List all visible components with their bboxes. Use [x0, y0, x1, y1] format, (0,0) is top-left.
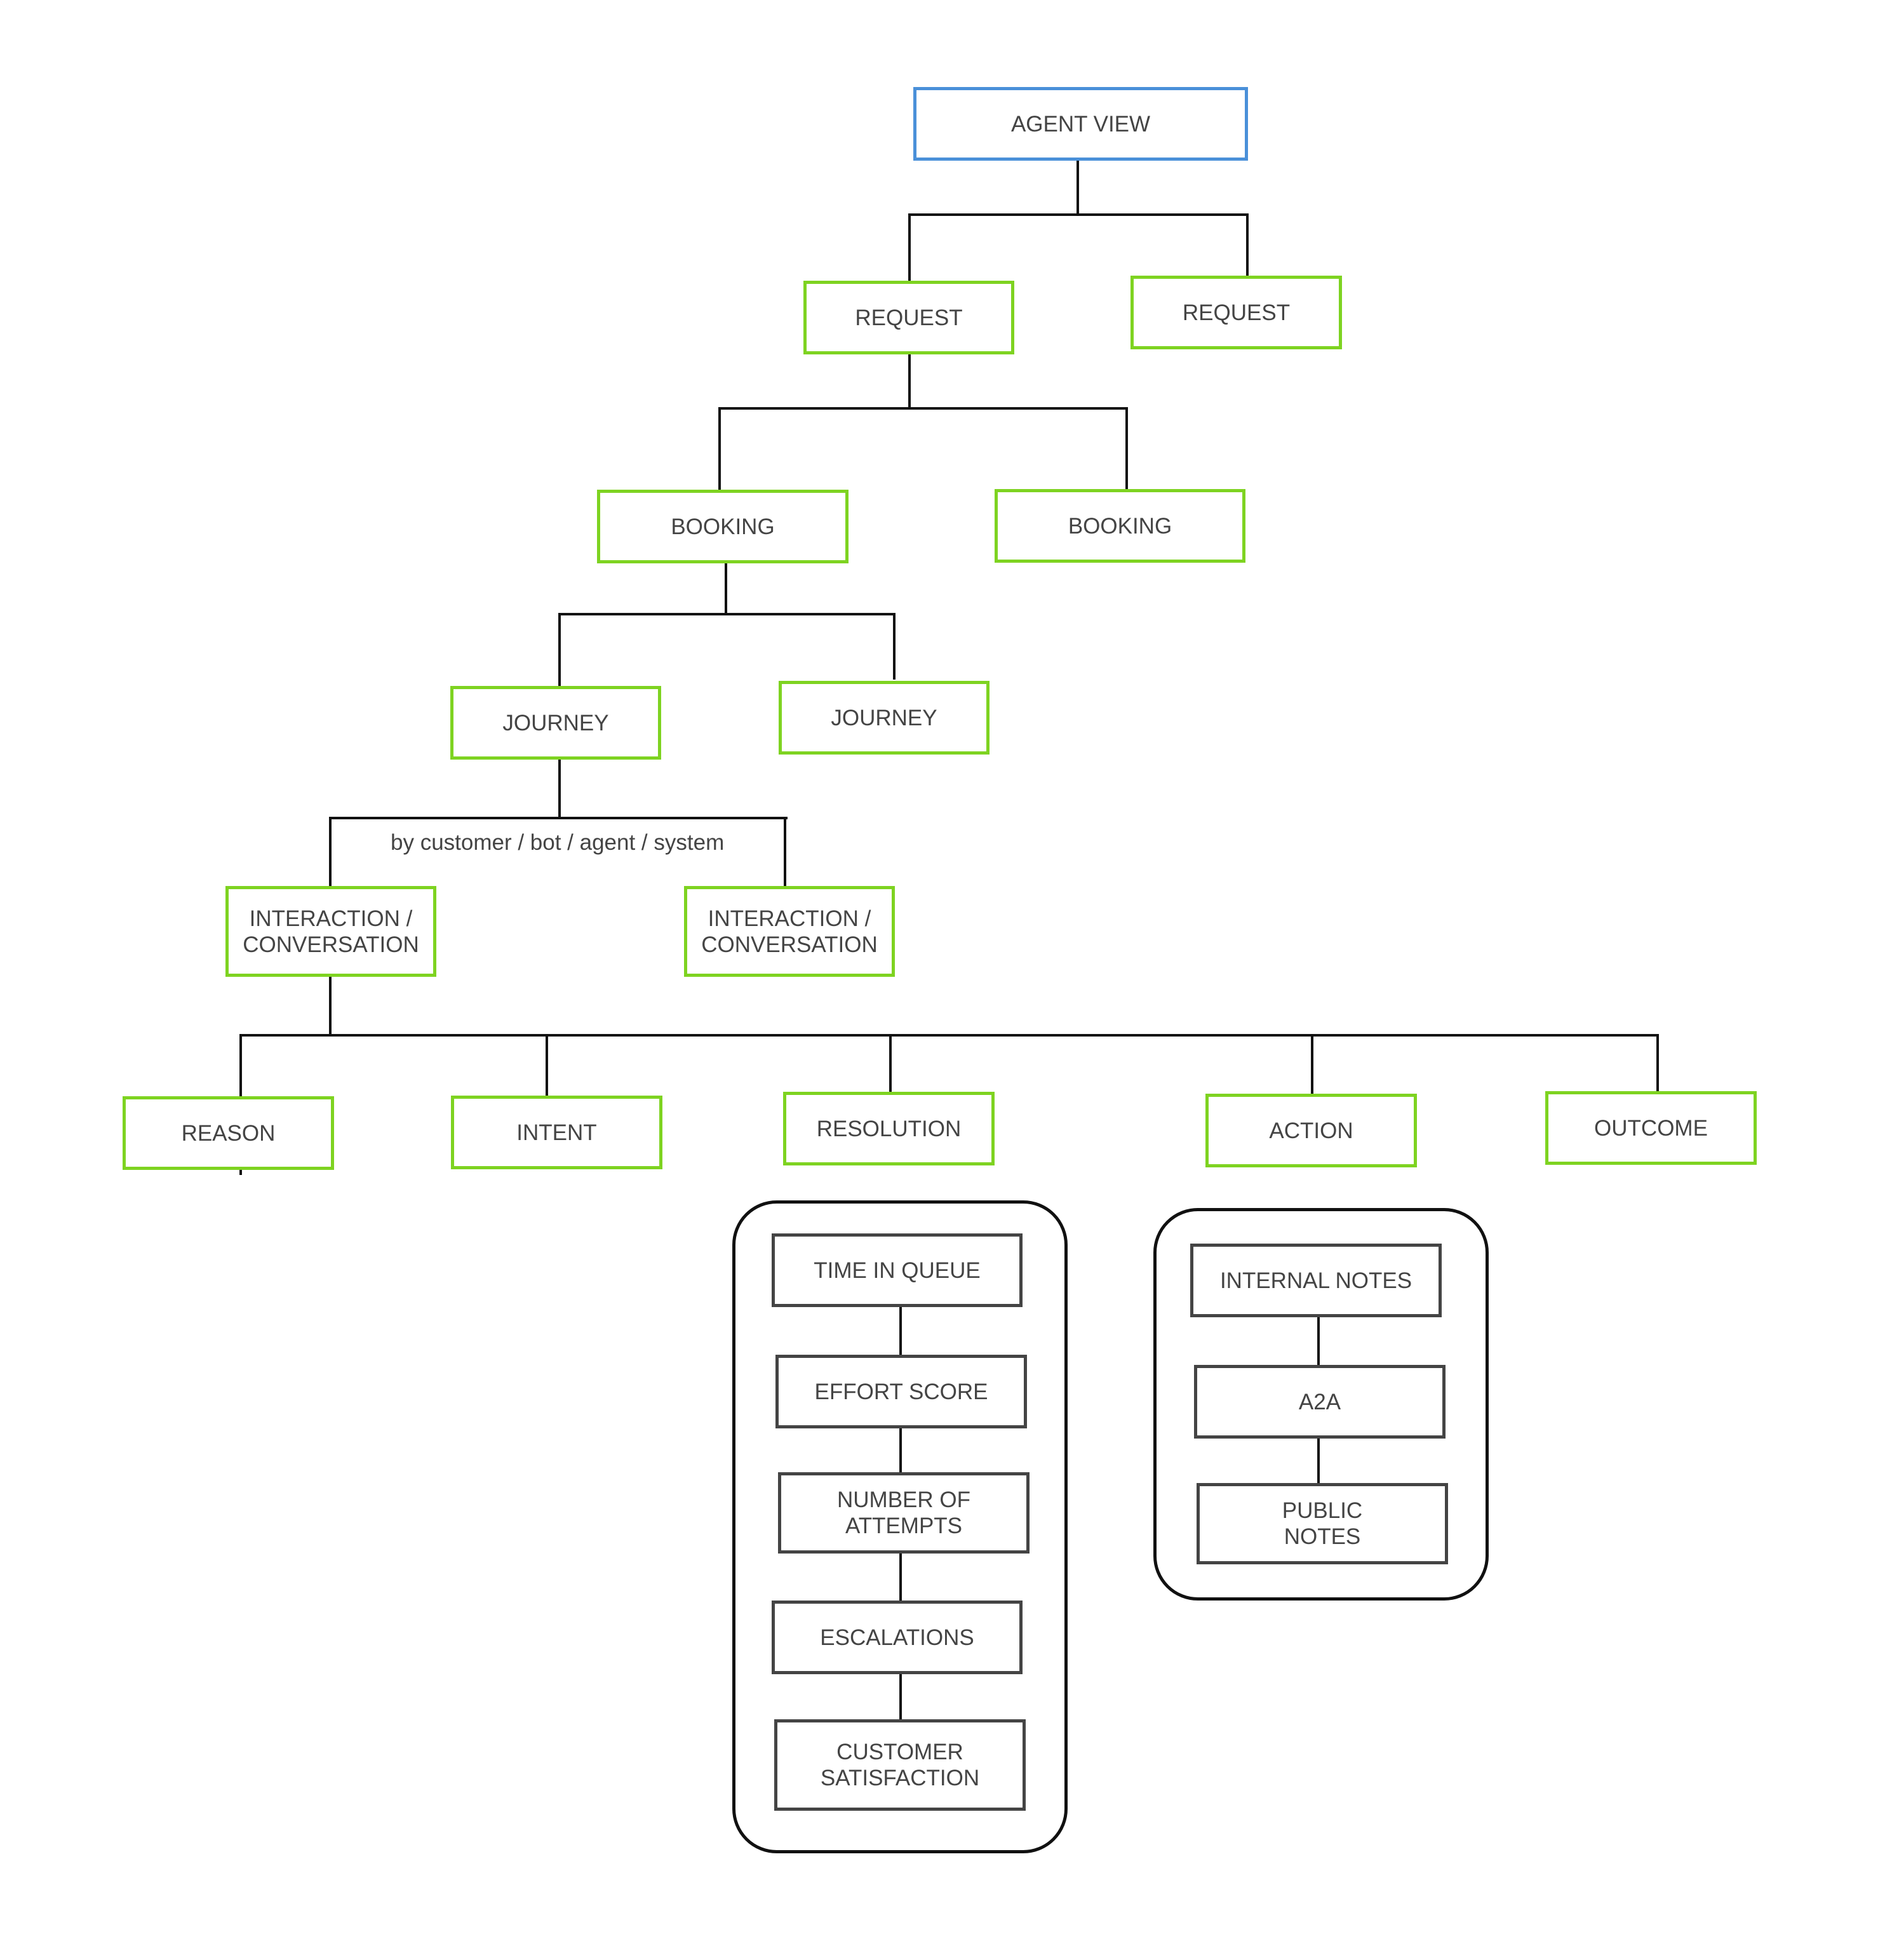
interaction-label-1-line-2: CONVERSATION: [243, 932, 419, 957]
escalations-node: ESCALATIONS: [772, 1601, 1023, 1674]
customer-satisfaction-label-line-1: CUSTOMER: [836, 1740, 963, 1764]
a2a-label: A2A: [1298, 1389, 1341, 1414]
time-in-queue-label: TIME IN QUEUE: [814, 1258, 981, 1283]
reason-node: REASON: [123, 1096, 334, 1170]
booking-node-1: BOOKING: [597, 490, 849, 563]
effort-score-node: EFFORT SCORE: [775, 1355, 1027, 1428]
outcome-node: OUTCOME: [1545, 1091, 1757, 1165]
agent-view-node: AGENT VIEW: [913, 87, 1248, 161]
customer-satisfaction-label-line-2: SATISFACTION: [820, 1766, 980, 1790]
public-notes-label-line-1: PUBLIC: [1282, 1498, 1363, 1523]
customer-satisfaction-node: CUSTOMER SATISFACTION: [774, 1719, 1026, 1811]
booking-node-2: BOOKING: [995, 489, 1245, 563]
interaction-note: by customer / bot / agent / system: [391, 830, 725, 855]
reason-label: REASON: [181, 1120, 276, 1146]
agent-view-label: AGENT VIEW: [1010, 111, 1151, 137]
journey-node-1: JOURNEY: [450, 686, 661, 760]
request-label-1: REQUEST: [855, 305, 963, 330]
number-of-attempts-label-line-1: NUMBER OF: [837, 1487, 970, 1512]
resolution-details-group: [732, 1200, 1068, 1853]
number-of-attempts-label-line-2: ATTEMPTS: [845, 1514, 963, 1538]
journey-label-2: JOURNEY: [831, 705, 937, 730]
interaction-label-1-line-1: INTERACTION /: [249, 906, 413, 931]
time-in-queue-node: TIME IN QUEUE: [772, 1233, 1023, 1307]
internal-notes-label: INTERNAL NOTES: [1219, 1268, 1412, 1293]
request-label-2: REQUEST: [1182, 300, 1291, 325]
intent-node: INTENT: [451, 1096, 662, 1169]
intent-label: INTENT: [516, 1120, 597, 1145]
outcome-label: OUTCOME: [1594, 1115, 1708, 1141]
public-notes-node: PUBLIC NOTES: [1197, 1483, 1448, 1564]
number-of-attempts-node: NUMBER OF ATTEMPTS: [778, 1472, 1030, 1554]
interaction-node-1: INTERACTION / CONVERSATION: [225, 886, 436, 977]
interaction-label-2-line-1: INTERACTION /: [708, 906, 871, 931]
internal-notes-node: INTERNAL NOTES: [1190, 1244, 1442, 1317]
a2a-node: A2A: [1194, 1365, 1446, 1439]
journey-label-1: JOURNEY: [502, 710, 609, 735]
interaction-node-2: INTERACTION / CONVERSATION: [684, 886, 895, 977]
public-notes-label-line-2: NOTES: [1284, 1524, 1361, 1549]
request-node-1: REQUEST: [803, 281, 1014, 354]
booking-label-2: BOOKING: [1068, 513, 1172, 539]
effort-score-label: EFFORT SCORE: [814, 1379, 988, 1404]
action-node: ACTION: [1205, 1094, 1417, 1167]
journey-node-2: JOURNEY: [779, 681, 990, 755]
action-details-group: [1153, 1208, 1489, 1601]
escalations-label: ESCALATIONS: [820, 1625, 974, 1650]
resolution-label: RESOLUTION: [816, 1116, 962, 1141]
action-label: ACTION: [1269, 1118, 1353, 1143]
interaction-label-2-line-2: CONVERSATION: [701, 932, 878, 957]
request-node-2: REQUEST: [1131, 276, 1342, 349]
booking-label-1: BOOKING: [671, 514, 775, 539]
resolution-node: RESOLUTION: [783, 1092, 995, 1165]
